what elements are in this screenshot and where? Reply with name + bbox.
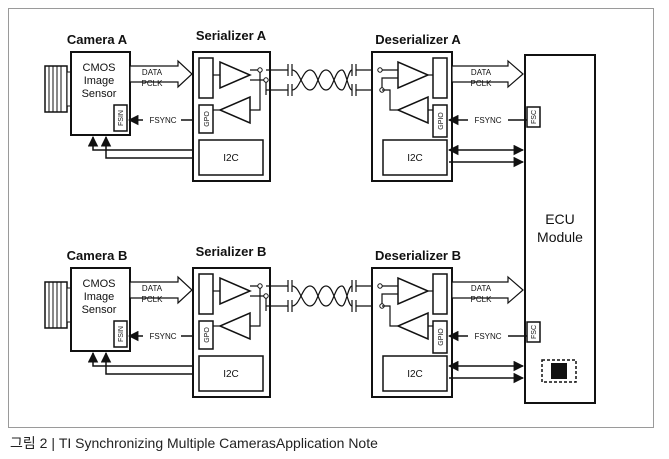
- camera-b-title: Camera B: [67, 248, 128, 263]
- deserializer-a-data-arrow: [451, 59, 524, 89]
- ecu-label: ECU: [545, 211, 575, 227]
- serializer-b-input-block: [198, 273, 214, 315]
- deserializer-b-data-label: DATA: [471, 284, 492, 293]
- camera-b-data-label: DATA: [142, 284, 163, 293]
- camera-a-data-label: DATA: [142, 68, 163, 77]
- sensor-a-line3: Sensor: [82, 88, 117, 100]
- channel-a: Camera A Serializer A Deserializer A CMO…: [44, 28, 527, 182]
- deserializer-b-data-arrow: [451, 275, 524, 305]
- camera-a-lens-icon: [44, 65, 72, 113]
- deserializer-b-gpio-port: [432, 320, 448, 354]
- i2c-a-camera-wire-2: [100, 135, 193, 159]
- link-a-cable: [266, 64, 382, 96]
- deserializer-a-gpio-label: GPIO: [438, 112, 445, 130]
- camera-a-fsin-port: [113, 104, 128, 132]
- deserializer-b-rx-buffer: [397, 276, 430, 306]
- ecu-fsc-port-a: [526, 106, 541, 128]
- ecu-fsc-label-b: FSC: [531, 325, 538, 339]
- serializer-a-i2c-block: [198, 139, 264, 176]
- sensor-b-line1: CMOS: [83, 278, 116, 290]
- channel-b: Camera B Serializer B Deserializer B CMO…: [44, 244, 527, 398]
- deserializer-a-title: Deserializer A: [375, 32, 461, 47]
- deserializer-b-i2c-label: I2C: [407, 369, 423, 380]
- camera-b-lens-icon: [44, 281, 72, 329]
- deserializer-b-i2c-block: [382, 355, 448, 392]
- serializer-a-input-block: [198, 57, 214, 99]
- sensor-b-line3: Sensor: [82, 304, 117, 316]
- camera-b-pclk-label: PCLK: [142, 295, 164, 304]
- camera-b-fsin-label: FSIN: [118, 326, 125, 342]
- deserializer-a-rx-buffer: [397, 60, 430, 90]
- serializer-b-gpo-port: [198, 320, 214, 350]
- serializer-b-gpo-label: GPO: [204, 327, 211, 343]
- i2c-b-camera-wire-1: [87, 351, 193, 367]
- fsync-b-ecu-label: FSYNC: [474, 332, 501, 341]
- deserializer-b-gpio-label: GPIO: [438, 328, 445, 346]
- camera-a-title: Camera A: [67, 32, 128, 47]
- serializer-a-title: Serializer A: [196, 28, 267, 43]
- figure-caption: 그림 2 | TI Synchronizing Multiple Cameras…: [10, 435, 378, 451]
- camera-b-sensor-box: [70, 267, 131, 352]
- serializer-a-gpo-label: GPO: [204, 111, 211, 127]
- serializer-a-gpo-port: [198, 104, 214, 134]
- deserializer-a-gpio-port: [432, 104, 448, 138]
- serializer-b-i2c-label: I2C: [223, 369, 239, 380]
- i2c-b-camera-wire-2: [100, 351, 193, 375]
- deserializer-b-pclk-label: PCLK: [471, 295, 493, 304]
- sensor-a-line1: CMOS: [83, 62, 116, 74]
- deserializer-a-pclk-label: PCLK: [471, 79, 493, 88]
- fsync-b-ser-label: FSYNC: [149, 332, 176, 341]
- camera-b-data-arrow: [129, 275, 193, 305]
- sync-diagram: ECU Module FSC FSC Camera A Serializer A…: [44, 28, 596, 404]
- ecu-fsc-port-b: [526, 321, 541, 343]
- deserializer-b-title: Deserializer B: [375, 248, 461, 263]
- ecu-sync-source-chip: [551, 363, 567, 379]
- camera-a-pclk-label: PCLK: [142, 79, 164, 88]
- ecu-module-label: Module: [537, 229, 583, 245]
- deserializer-a-i2c-label: I2C: [407, 153, 423, 164]
- i2c-a-camera-wire-1: [87, 135, 193, 151]
- ecu-fsc-label-a: FSC: [531, 110, 538, 124]
- deserializer-a-output-block: [432, 57, 448, 99]
- fsync-a-ser-label: FSYNC: [149, 116, 176, 125]
- camera-a-data-arrow: [129, 59, 193, 89]
- deserializer-b-output-block: [432, 273, 448, 315]
- sensor-a-line2: Image: [84, 75, 115, 87]
- serializer-b-title: Serializer B: [196, 244, 267, 259]
- link-b-cable: [266, 280, 382, 312]
- fsync-a-ecu-label: FSYNC: [474, 116, 501, 125]
- serializer-b-i2c-block: [198, 355, 264, 392]
- serializer-a-i2c-label: I2C: [223, 153, 239, 164]
- deserializer-a-data-label: DATA: [471, 68, 492, 77]
- sensor-b-line2: Image: [84, 291, 115, 303]
- deserializer-a-i2c-block: [382, 139, 448, 176]
- camera-b-fsin-port: [113, 320, 128, 348]
- camera-a-fsin-label: FSIN: [118, 110, 125, 126]
